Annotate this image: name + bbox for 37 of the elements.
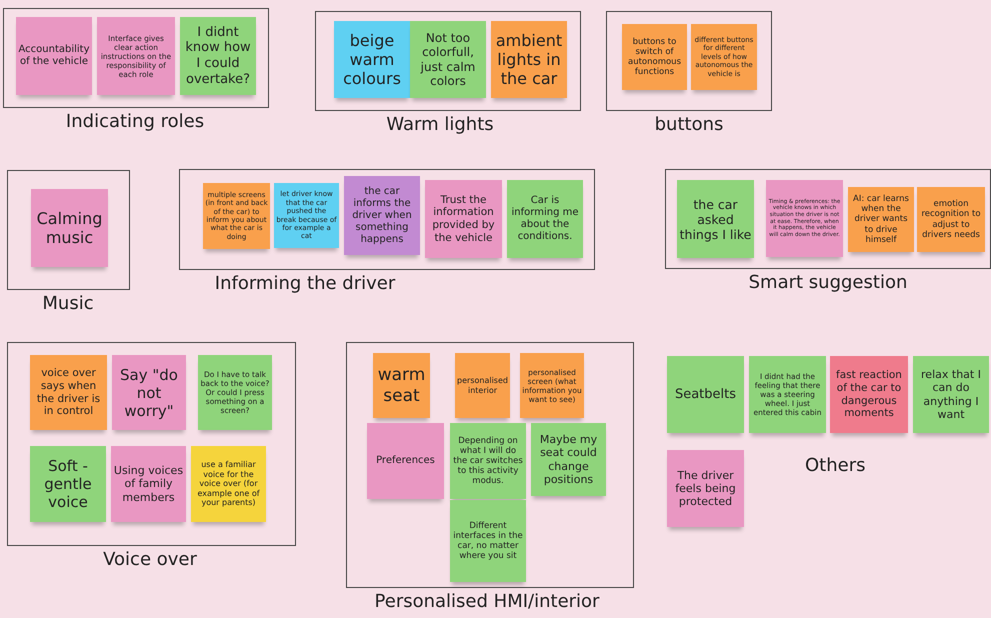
sticky-note: personalised interior (455, 353, 510, 418)
sticky-note: the car informs the driver when something happens (344, 176, 420, 255)
cluster-title: Others (805, 455, 866, 476)
sticky-note: buttons to switch of autonomous functions (622, 24, 687, 90)
sticky-note: voice over says when the driver is in control (30, 355, 107, 430)
sticky-note: use a familiar voice for the voice over (for example one of your parents) (191, 446, 266, 522)
cluster-title: Smart suggestion (748, 273, 908, 293)
sticky-note: Different interfaces in the car, no matter where you sit (450, 500, 526, 582)
sticky-note: fast reaction of the car to dangerous moments (830, 356, 908, 433)
sticky-note: the car asked things I like (677, 180, 754, 258)
sticky-note: Depending on what I will do the car switches to this activity modus. (450, 423, 526, 499)
sticky-note: Preferences (367, 423, 444, 499)
cluster-title: Voice over (103, 550, 197, 570)
sticky-note: Not too colorfull, just calm colors (410, 21, 486, 98)
cluster-title: buttons (654, 115, 724, 135)
sticky-note: Calming music (31, 189, 108, 267)
sticky-note: Say "do not worry" (112, 355, 186, 430)
sticky-note: Maybe my seat could change positions (531, 423, 606, 496)
sticky-note: beige warm colours (334, 21, 410, 98)
cluster-title: Indicating roles (66, 112, 204, 132)
sticky-note: Seatbelts (667, 356, 744, 433)
sticky-note: Car is informing me about the conditions. (507, 180, 583, 258)
sticky-note: The driver feels being protected (667, 450, 744, 527)
sticky-note: emotion recognition to adjust to drivers needs (917, 187, 985, 252)
sticky-note: Soft - gentle voice (30, 446, 106, 522)
cluster-title: Informing the driver (214, 274, 396, 294)
sticky-note: Trust the information provided by the vehicle (425, 180, 502, 258)
sticky-note: AI: car learns when the driver wants to drive himself (848, 187, 914, 252)
cluster-title: Warm lights (386, 115, 494, 135)
sticky-note: Using voices of family members (111, 446, 186, 522)
sticky-note: warm seat (373, 353, 430, 418)
cluster-title: Personalised HMI/interior (374, 592, 600, 612)
sticky-note: Accountability of the vehicle (16, 17, 92, 95)
sticky-note: ambient lights in the car (491, 21, 567, 98)
cluster-title: Music (42, 294, 94, 314)
sticky-note: I didnt know how I could overtake? (180, 17, 256, 95)
sticky-note: relax that I can do anything I want (913, 356, 989, 433)
